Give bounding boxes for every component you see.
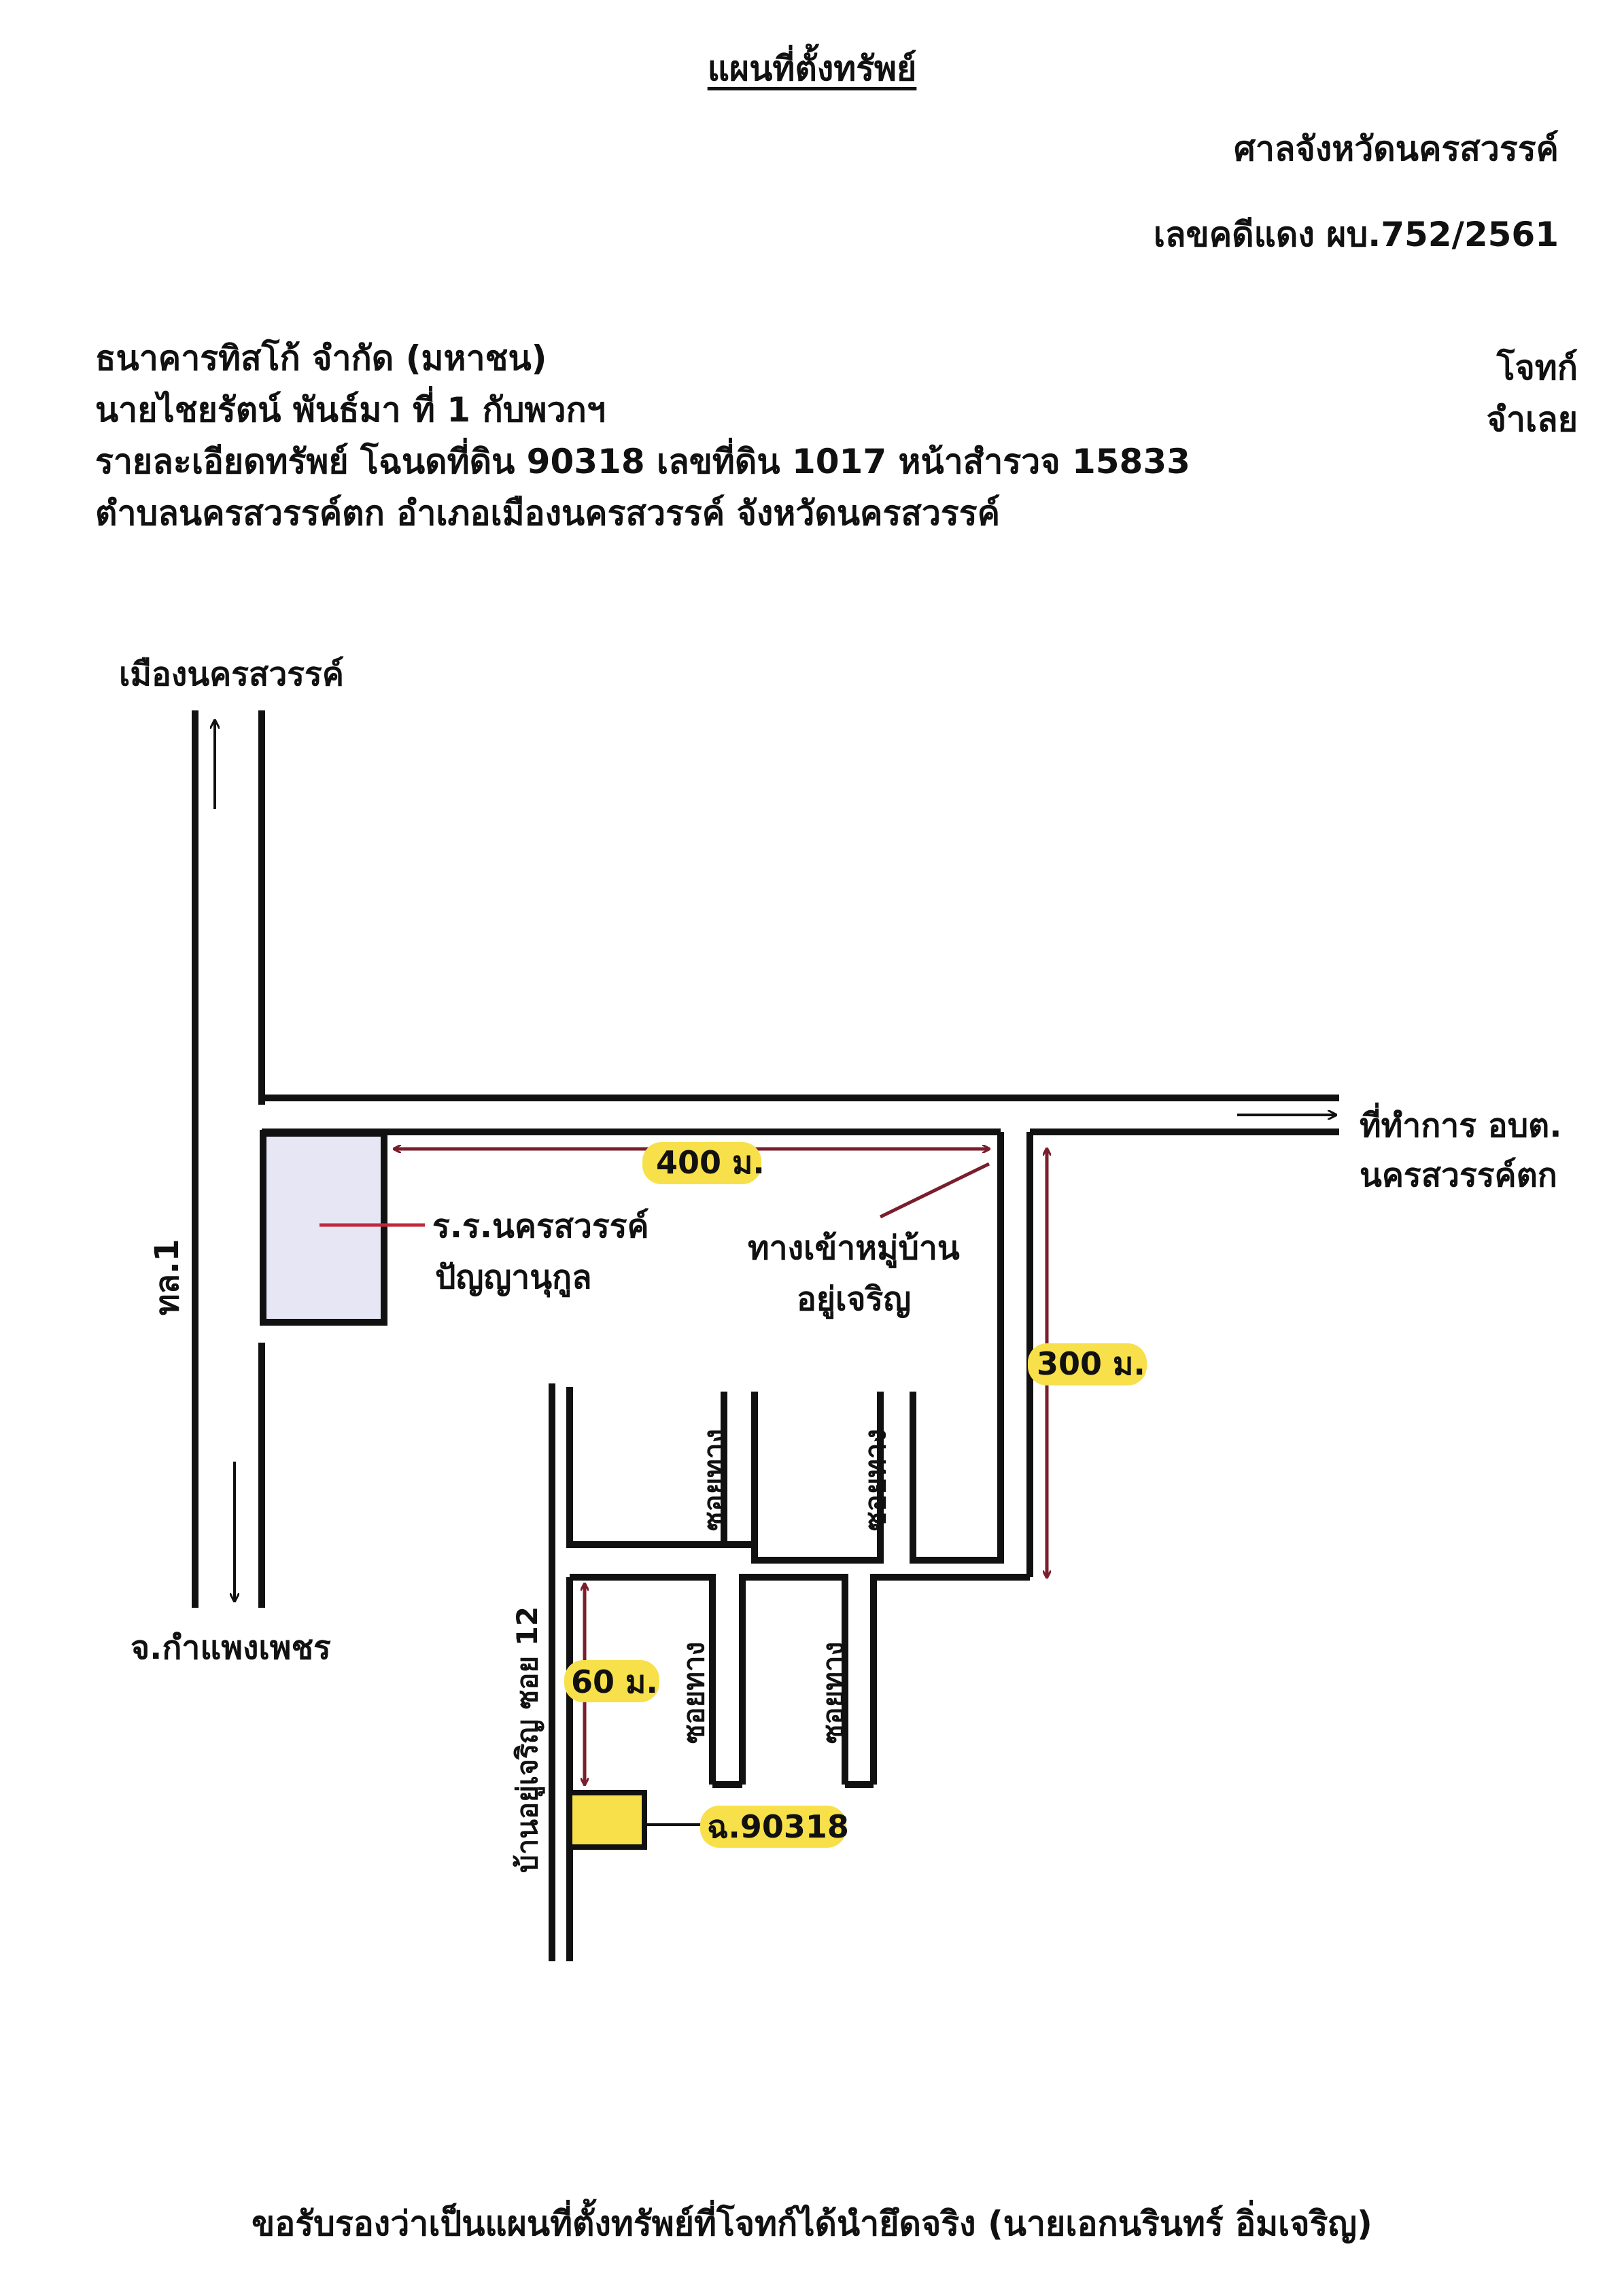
east-destination-line2: นครสวรรค์ตก (1360, 1156, 1557, 1194)
soi-label: ซอยทาง (816, 1642, 850, 1744)
village-roads (549, 1132, 1033, 1961)
defendant-name: นายไชยรัตน์ พันธ์มา ที่ 1 กับพวกฯ (95, 390, 606, 430)
village-soi-label: บ้านอยู่เจริญ ซอย 12 (511, 1606, 545, 1873)
document-title: แผนที่ตั้งทรัพย์ (707, 49, 917, 88)
court-name: ศาลจังหวัดนครสวรรค์ (1234, 129, 1559, 169)
distance-400-label: 400 ม. (656, 1144, 765, 1181)
north-destination-label: เมืองนครสวรรค์ (119, 655, 344, 693)
highway-road (192, 710, 265, 1608)
south-destination-label: จ.กำแพงเพชร (131, 1629, 331, 1667)
plaintiff-name: ธนาคารทิสโก้ จำกัด (มหาชน) (95, 339, 547, 378)
plaintiff-role: โจทก์ (1496, 348, 1578, 387)
distance-300-label: 300 ม. (1037, 1345, 1145, 1382)
property-plot (567, 1790, 647, 1850)
distance-60-label: 60 ม. (571, 1664, 658, 1700)
school-plot (260, 1130, 387, 1326)
deed-label: ฉ.90318 (707, 1808, 849, 1845)
certification-footer: ขอรับรองว่าเป็นแผนที่ตั้งทรัพย์ที่โจทก์ไ… (252, 2204, 1372, 2243)
soi-label: ซอยทาง (859, 1429, 892, 1531)
property-location: ตำบลนครสวรรค์ตก อำเภอเมืองนครสวรรค์ จังห… (95, 494, 1001, 533)
east-destination-line1: ที่ทำการ อบต. (1360, 1102, 1561, 1145)
soi-label: ซอยทาง (697, 1429, 731, 1531)
defendant-role: จำเลย (1486, 400, 1578, 439)
entrance-label-line2: อยู่เจริญ (797, 1280, 911, 1320)
highlight-marks (564, 1142, 1147, 1848)
highway-label: ทล.1 (148, 1239, 186, 1315)
main-road-east (258, 1095, 1339, 1135)
school-label-line1: ร.ร.นครสวรรค์ (432, 1207, 649, 1245)
property-details: รายละเอียดทรัพย์ โฉนดที่ดิน 90318 เลขที่… (95, 442, 1190, 481)
case-number: เลขคดีแดง ผบ.752/2561 (1153, 215, 1559, 254)
soi-label: ซอยทาง (677, 1642, 710, 1744)
entrance-label-line1: ทางเข้าหมู่บ้าน (748, 1229, 960, 1269)
highway-direction-arrows (215, 721, 235, 1601)
school-label-line2: ปัญญานุกูล (435, 1258, 592, 1298)
